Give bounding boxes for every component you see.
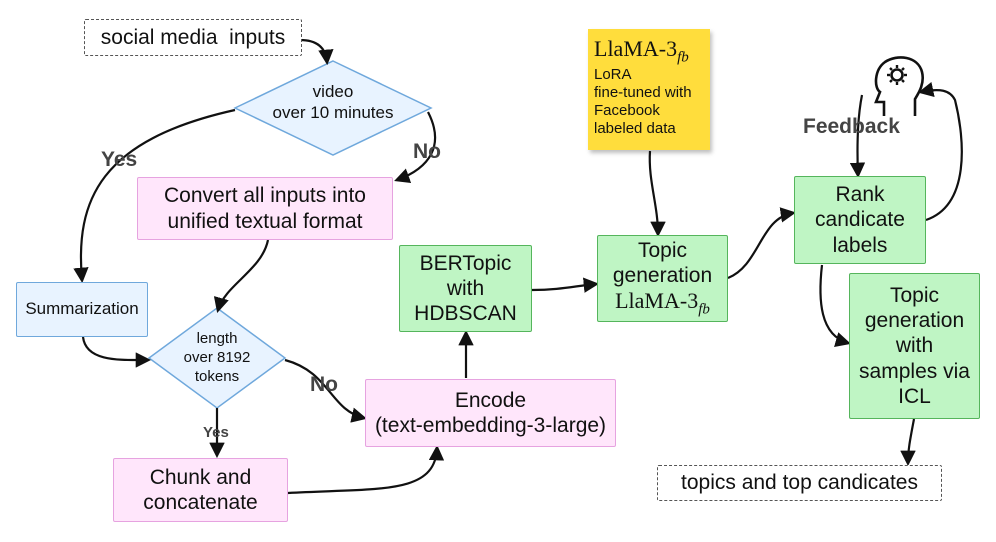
topic-gen-label-line1: Topic xyxy=(637,239,688,263)
encode-label-line1: Encode xyxy=(454,388,527,412)
edge-topic-gen-to-rank xyxy=(727,207,797,280)
human-head-gear-icon xyxy=(874,56,924,116)
edge-inputs-to-video xyxy=(299,38,334,66)
edge-rank-to-icl xyxy=(819,264,851,348)
llama-line2: fine-tuned with xyxy=(594,83,692,101)
rank-node: Rank candicate labels xyxy=(794,176,926,264)
llama-title-sub: fb xyxy=(677,49,689,66)
video-decision-label: video over 10 minutes xyxy=(253,81,413,124)
topic-gen-label-line2: generation xyxy=(612,264,713,288)
length-label-line2: over 8192 xyxy=(183,348,251,366)
output-label: topics and top candicates xyxy=(681,471,918,495)
summarization-node: Summarization xyxy=(16,282,148,337)
topic-gen-model-sub: fb xyxy=(698,301,710,318)
convert-label-line2: unified textual format xyxy=(167,209,363,233)
rank-label-line2: candicate xyxy=(815,208,905,232)
length-label-line1: length xyxy=(196,330,238,347)
encode-label-line2: (text-embedding-3-large) xyxy=(374,414,607,437)
summarization-label: Summarization xyxy=(25,299,139,319)
edge-label-yes-length: Yes xyxy=(203,424,229,441)
icl-label-line2: generation xyxy=(864,309,965,333)
edge-feedback-to-rank xyxy=(849,94,866,179)
edge-bertopic-to-topic-gen xyxy=(531,277,600,293)
bertopic-label-line2: with xyxy=(446,276,485,300)
convert-node: Convert all inputs into unified textual … xyxy=(137,177,393,240)
edge-label-no-video: No xyxy=(413,140,441,163)
bertopic-node: BERTopic with HDBSCAN xyxy=(399,245,532,332)
topic-gen-model-name: LlaMA-3 xyxy=(615,288,699,314)
icl-label-line4: samples via xyxy=(859,359,970,383)
encode-node: Encode (text-embedding-3-large) xyxy=(365,379,616,447)
edge-label-yes-video: Yes xyxy=(101,148,138,171)
edge-video-yes-to-summarization xyxy=(73,108,236,284)
inputs-label: social media inputs xyxy=(100,25,286,49)
length-decision-label: length over 8192 tokens xyxy=(162,330,272,386)
rank-label-line3: labels xyxy=(832,233,888,257)
rank-label-line1: Rank xyxy=(835,183,885,207)
icl-label-line1: Topic xyxy=(889,284,940,308)
edge-rank-to-human xyxy=(917,81,963,222)
video-label-line2: over 10 minutes xyxy=(272,103,394,123)
topic-generation-node: Topic generation LlaMA-3fb xyxy=(597,235,728,322)
edge-label-no-length: No xyxy=(310,373,338,396)
topic-gen-model: LlaMA-3fb xyxy=(615,288,710,318)
llama-title: LlaMA-3fb xyxy=(594,36,689,66)
chunk-label-line1: Chunk and xyxy=(149,465,252,489)
edge-video-no-to-convert xyxy=(394,111,437,184)
edge-llama-to-topic-gen xyxy=(648,150,666,238)
edge-summarization-to-length xyxy=(81,336,152,368)
llama-title-name: LlaMA-3 xyxy=(594,36,678,61)
edge-length-no-to-encode xyxy=(284,358,367,423)
icl-label-line5: ICL xyxy=(898,384,931,408)
length-label-line3: tokens xyxy=(194,367,240,385)
chunk-node: Chunk and concatenate xyxy=(113,458,288,522)
llama-line3: Facebook xyxy=(594,101,660,119)
convert-label-line1: Convert all inputs into xyxy=(164,184,366,208)
bertopic-label-line1: BERTopic xyxy=(419,251,512,275)
edge-label-feedback: Feedback xyxy=(803,115,900,138)
video-label-line1: video xyxy=(312,82,354,101)
video-decision-diamond xyxy=(233,60,433,156)
inputs-node: social media inputs xyxy=(84,19,302,56)
output-node: topics and top candicates xyxy=(657,465,942,501)
chunk-label-line2: concatenate xyxy=(143,491,258,514)
edge-chunk-to-encode xyxy=(287,444,445,495)
icl-topic-generation-node: Topic generation with samples via ICL xyxy=(849,273,980,419)
llama-line4: labeled data xyxy=(594,119,676,137)
edge-icl-to-output xyxy=(900,418,916,467)
llama-line1: LoRA xyxy=(594,65,632,83)
icl-label-line3: with xyxy=(895,334,934,358)
llama-note: LlaMA-3fb LoRA fine-tuned with Facebook … xyxy=(588,29,710,150)
edge-convert-to-length xyxy=(213,239,270,313)
bertopic-label-line3: HDBSCAN xyxy=(414,302,517,326)
